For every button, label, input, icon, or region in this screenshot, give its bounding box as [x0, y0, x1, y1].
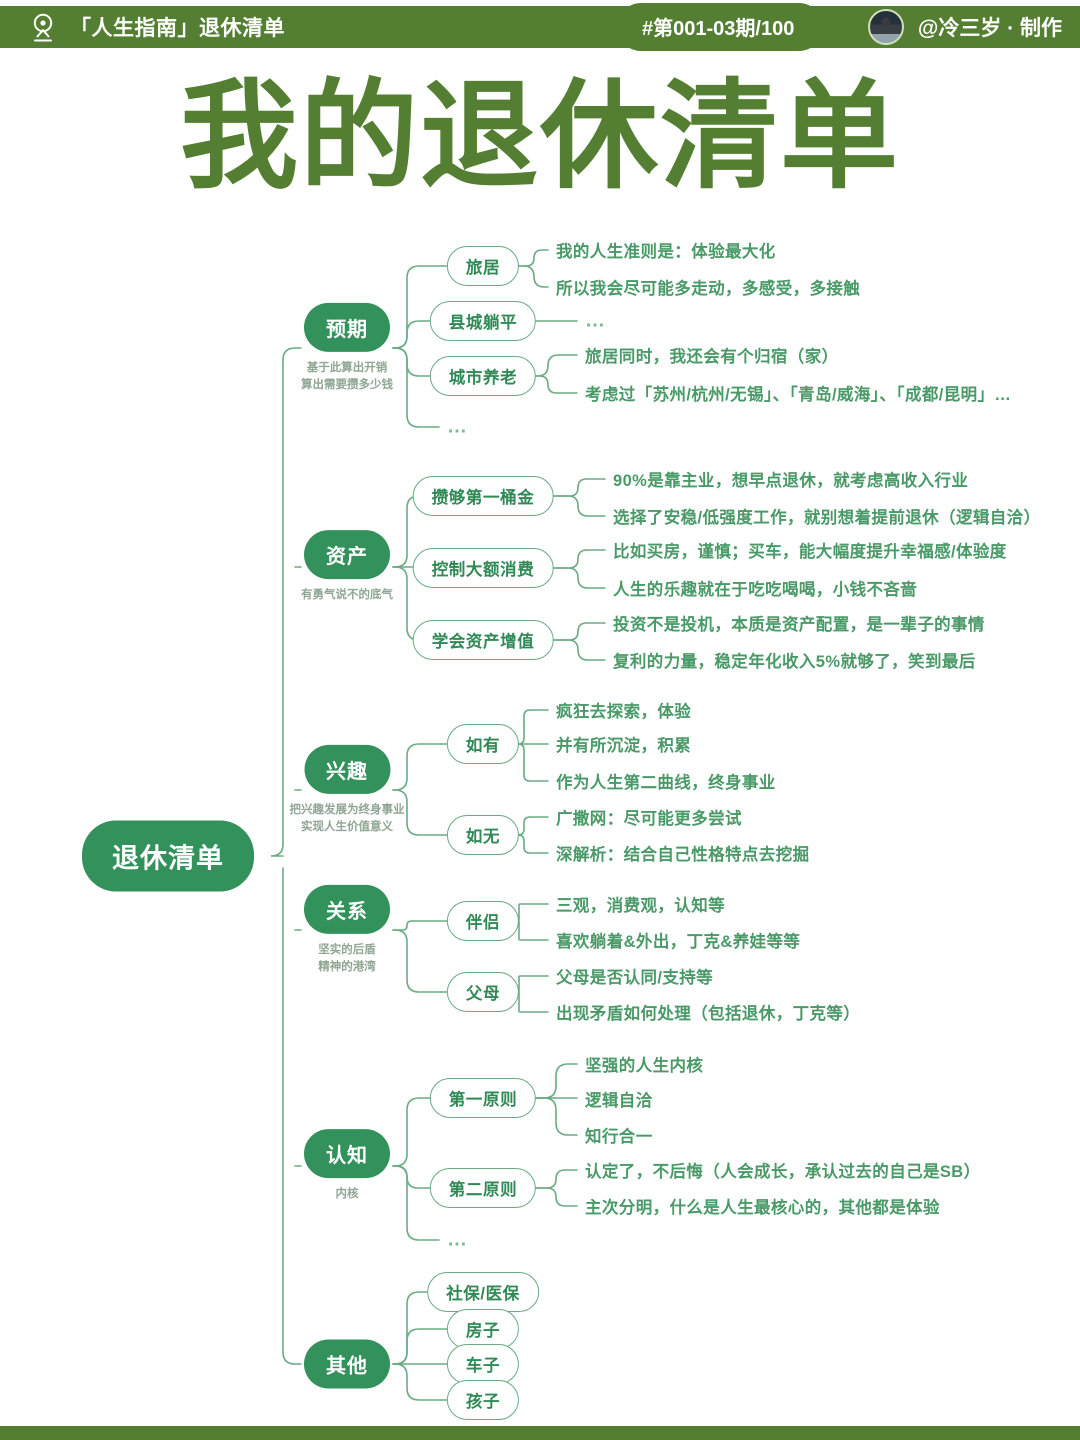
- leaf-text: 投资不是投机，本质是资产配置，是一辈子的事情: [613, 616, 985, 634]
- leaf-text: 90%是靠主业，想早点退休，就考虑高收入行业: [613, 472, 969, 490]
- mindmap-branch-5: 其他: [304, 1339, 390, 1389]
- mindmap-branch-1: 资产有勇气说不的底气: [301, 530, 393, 604]
- leaf-text: 父母是否认同/支持等: [556, 969, 714, 987]
- ellipsis-leaf: …: [585, 309, 607, 332]
- branch-caption: 把兴趣发展为终身事业实现人生价值意义: [289, 803, 405, 833]
- sub-node[interactable]: 县城躺平: [429, 301, 537, 341]
- branch-node-label[interactable]: 其他: [304, 1339, 390, 1389]
- branch-node-label[interactable]: 认知: [304, 1129, 390, 1179]
- branch-node-label[interactable]: 兴趣: [304, 744, 390, 794]
- leaf-text: 考虑过「苏州/杭州/无锡」、「青岛/威海」、「成都/昆明」…: [585, 386, 1012, 404]
- location-pin-icon: [30, 12, 56, 42]
- sub-node[interactable]: 房子: [446, 1309, 520, 1349]
- sub-node[interactable]: 孩子: [446, 1380, 520, 1420]
- leaf-text: 喜欢躺着&外出，丁克&养娃等等: [556, 933, 801, 951]
- leaf-text: 认定了，不后悔（人会成长，承认过去的自己是SB）: [585, 1163, 981, 1181]
- leaf-text: 广撒网：尽可能更多尝试: [556, 810, 742, 828]
- avatar: [867, 9, 904, 45]
- sub-node[interactable]: 如有: [446, 724, 520, 764]
- author-block: @冷三岁 · 制作: [867, 6, 1062, 48]
- sub-node[interactable]: 第二原则: [429, 1168, 537, 1208]
- leaf-text: 旅居同时，我还会有个归宿（家）: [585, 348, 839, 366]
- author-name: @冷三岁 · 制作: [917, 17, 1062, 40]
- sub-node[interactable]: 车子: [446, 1344, 520, 1384]
- leaf-text: 作为人生第二曲线，终身事业: [556, 774, 776, 792]
- mindmap-branch-2: 兴趣把兴趣发展为终身事业实现人生价值意义: [289, 744, 405, 835]
- sub-node[interactable]: 控制大额消费: [412, 548, 554, 588]
- leaf-text: 主次分明，什么是人生最核心的，其他都是体验: [585, 1199, 940, 1217]
- sub-node[interactable]: 如无: [446, 815, 520, 855]
- footer-bar: [0, 1426, 1080, 1440]
- leaf-text: 我的人生准则是：体验最大化: [556, 243, 776, 261]
- leaf-text: 三观，消费观，认知等: [556, 897, 725, 915]
- sub-node[interactable]: 攒够第一桶金: [412, 476, 554, 516]
- branch-caption: 有勇气说不的底气: [301, 589, 393, 602]
- leaf-text: 出现矛盾如何处理（包括退休，丁克等）: [556, 1005, 861, 1023]
- branch-node-label[interactable]: 预期: [304, 302, 390, 352]
- leaf-text: 逻辑自洽: [585, 1092, 653, 1110]
- sub-node[interactable]: 父母: [446, 972, 520, 1012]
- sub-node[interactable]: 社保/医保: [427, 1272, 539, 1312]
- ellipsis-node: …: [447, 1228, 469, 1251]
- leaf-text: 坚强的人生内核: [585, 1057, 704, 1075]
- branch-caption: 坚实的后盾精神的港湾: [318, 943, 376, 973]
- mindmap-root-node[interactable]: 退休清单: [82, 820, 254, 892]
- sub-node[interactable]: 第一原则: [429, 1078, 537, 1118]
- leaf-text: 深解析：结合自己性格特点去挖掘: [556, 846, 810, 864]
- ellipsis-node: …: [447, 415, 469, 438]
- sub-node[interactable]: 伴侣: [446, 901, 520, 941]
- mindmap-branch-4: 认知内核: [304, 1129, 390, 1203]
- header-title: 「人生指南」退休清单: [70, 17, 285, 40]
- branch-caption: 基于此算出开销算出需要攒多少钱: [301, 361, 393, 391]
- leaf-text: 所以我会尽可能多走动，多感受，多接触: [556, 280, 861, 298]
- sub-node[interactable]: 城市养老: [429, 356, 537, 396]
- leaf-text: 选择了安稳/低强度工作，就别想着提前退休（逻辑自洽）: [613, 509, 1041, 527]
- issue-badge: #第001-03期/100: [620, 6, 821, 48]
- sub-node[interactable]: 学会资产增值: [412, 620, 554, 660]
- branch-caption: 内核: [335, 1188, 359, 1201]
- leaf-text: 复利的力量，稳定年化收入5%就够了，笑到最后: [613, 653, 976, 671]
- page-title: 我的退休清单: [179, 67, 900, 205]
- branch-node-label[interactable]: 资产: [304, 530, 390, 580]
- leaf-text: 疯狂去探索，体验: [556, 703, 692, 721]
- leaf-text: 并有所沉淀，积累: [556, 737, 692, 755]
- mindmap-branch-3: 关系坚实的后盾精神的港湾: [304, 884, 390, 975]
- leaf-text: 知行合一: [585, 1128, 653, 1146]
- leaf-text: 人生的乐趣就在于吃吃喝喝，小钱不吝啬: [613, 581, 918, 599]
- leaf-text: 比如买房，谨慎；买车，能大幅度提升幸福感/体验度: [613, 543, 1007, 561]
- branch-node-label[interactable]: 关系: [304, 884, 390, 934]
- sub-node[interactable]: 旅居: [446, 246, 520, 286]
- header-left-group: 「人生指南」退休清单: [0, 12, 285, 42]
- mindmap-branch-0: 预期基于此算出开销算出需要攒多少钱: [301, 302, 393, 393]
